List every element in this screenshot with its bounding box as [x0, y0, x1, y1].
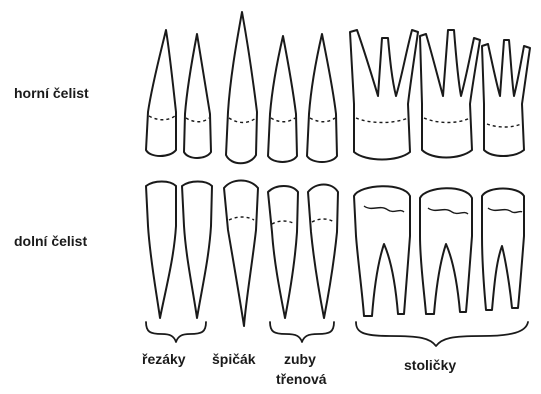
- incisors-brace: [146, 322, 206, 342]
- upper-incisor-lateral: [184, 34, 211, 158]
- upper-premolar-first: [268, 36, 297, 162]
- upper-jaw-teeth: [146, 12, 530, 163]
- upper-jaw-label: horní čelist: [14, 85, 89, 101]
- premolars-label-line2: třenová: [276, 371, 327, 387]
- upper-molar-first: [350, 30, 418, 160]
- molars-label: stoličky: [404, 357, 456, 373]
- upper-incisor-central: [146, 30, 176, 156]
- group-braces: [146, 322, 528, 346]
- canine-label: špičák: [212, 351, 256, 367]
- lower-premolar-first: [268, 186, 298, 318]
- premolars-label-line1: zuby: [284, 351, 316, 367]
- lower-premolar-second: [308, 185, 338, 319]
- upper-canine: [226, 12, 257, 163]
- premolars-brace: [270, 322, 334, 342]
- lower-incisor-lateral: [182, 182, 212, 319]
- molars-brace: [356, 322, 528, 346]
- lower-canine: [224, 181, 258, 327]
- lower-molar-third: [482, 189, 524, 311]
- lower-incisor-central: [146, 182, 176, 319]
- lower-molar-second: [420, 188, 472, 314]
- incisors-label: řezáky: [142, 351, 186, 367]
- lower-jaw-label: dolní čelist: [14, 233, 87, 249]
- upper-molar-second: [420, 30, 480, 158]
- upper-molar-third: [482, 40, 530, 156]
- upper-premolar-second: [307, 34, 337, 162]
- lower-molar-first: [354, 186, 410, 316]
- lower-jaw-teeth: [146, 181, 524, 327]
